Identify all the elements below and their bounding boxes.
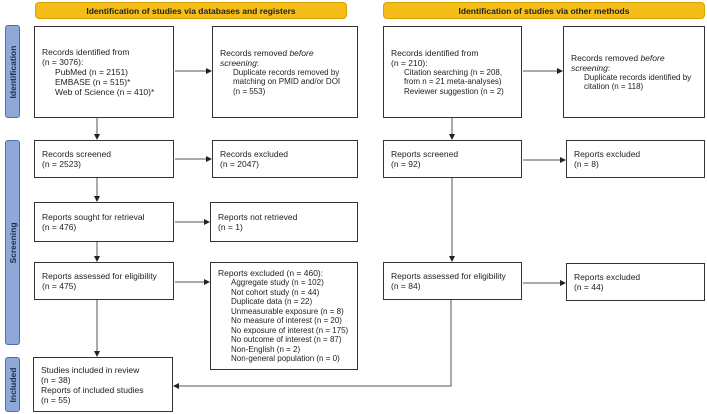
arrow [173, 300, 452, 389]
phase-included: Included [5, 357, 20, 412]
reports-excluded-databases: Reports excluded (n = 460): Aggregate st… [210, 262, 358, 370]
phase-screening: Screening [5, 140, 20, 345]
records-identified-other: Records identified from(n = 210): Citati… [383, 26, 522, 118]
records-screened: Records screened(n = 2523) [34, 140, 174, 178]
reports-screened-other: Reports screened(n = 92) [383, 140, 522, 178]
reports-excluded-screening-other: Reports excluded(n = 8) [566, 140, 705, 178]
reports-assessed-other: Reports assessed for eligibility(n = 84) [383, 262, 522, 300]
studies-included: Studies included in review(n = 38) Repor… [33, 357, 173, 412]
reports-excluded-other: Reports excluded(n = 44) [566, 263, 705, 301]
reports-assessed-databases: Reports assessed for eligibility(n = 475… [34, 262, 174, 300]
records-removed-other: Records removed before screening: Duplic… [563, 26, 705, 118]
phase-identification: Identification [5, 25, 20, 118]
reports-not-retrieved: Reports not retrieved(n = 1) [210, 202, 358, 242]
records-removed-databases: Records removed before screening: Duplic… [212, 26, 358, 118]
records-identified-databases: Records identified from(n = 3076): PubMe… [34, 26, 174, 118]
header-databases: Identification of studies via databases … [35, 2, 347, 19]
header-other-methods: Identification of studies via other meth… [383, 2, 705, 19]
records-excluded: Records excluded(n = 2047) [212, 140, 358, 178]
reports-sought: Reports sought for retrieval(n = 476) [34, 202, 174, 242]
